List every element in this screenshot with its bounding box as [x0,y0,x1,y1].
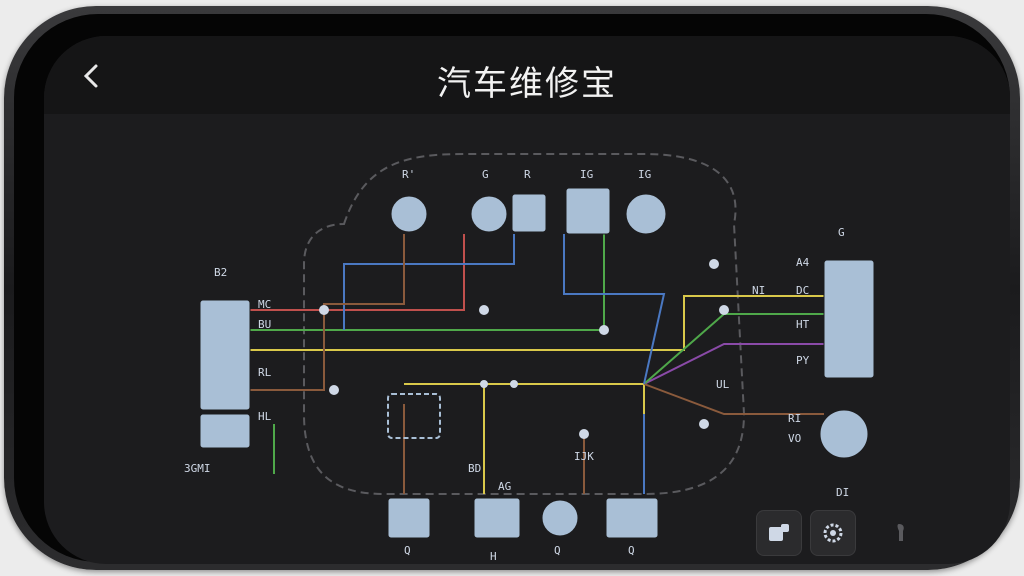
wire-blue [343,234,515,330]
label-mid-ul: UL [716,378,730,391]
label-right-vo: VO [788,432,801,445]
gear-icon [823,523,843,543]
component-bottom-3 [541,499,579,537]
label-left-bottom: 3GMI [184,462,211,475]
wire-yellow [244,295,824,351]
app-screen: 汽车维修宝 [44,36,1010,564]
wire-brown [244,234,405,391]
label-mid-ijk: IJK [574,450,594,463]
label-bot-2: H [490,550,497,563]
wire-purple [643,343,824,385]
settings-button[interactable] [810,510,856,556]
wire-red [244,234,465,311]
right-connector-block [819,259,875,459]
component-bottom-2 [473,497,521,539]
label-right-top: G [838,226,845,239]
label-right-ri: RI [788,412,801,425]
center-connector [387,393,441,439]
label-mid-ag: AG [498,480,511,493]
top-components [390,187,667,235]
label-top-5: IG [638,168,651,181]
wrench-button[interactable] [878,510,924,556]
wire-brown-2 [643,383,824,415]
layers-icon [769,524,789,541]
back-icon[interactable] [78,62,106,90]
label-left-top: B2 [214,266,227,279]
label-top-4: IG [580,168,593,181]
label-bot-4: Q [628,544,635,557]
label-top-1: R' [402,168,415,181]
wrench-icon [897,524,904,541]
component-sensor-2 [470,195,508,233]
wiring-diagram[interactable]: R' G R IG IG B2 3GMI MC BU RL HL [44,114,1010,564]
label-right-py: PY [796,354,810,367]
label-wire-rl: RL [258,366,272,379]
label-bot-3: Q [554,544,561,557]
label-wire-bu: BU [258,318,271,331]
label-mid-bd: BD [468,462,481,475]
label-wire-mc: MC [258,298,271,311]
wire-blue-2 [563,234,666,385]
label-right-a4: A4 [796,256,810,269]
layers-button[interactable] [756,510,802,556]
component-sensor-1 [390,195,428,233]
phone-frame: 汽车维修宝 [4,6,1020,570]
diagram-outline [303,153,746,495]
page-title: 汽车维修宝 [437,64,617,104]
label-right-ht: HT [796,318,810,331]
component-relay-1 [511,193,547,233]
label-top-2: G [482,168,489,181]
app-header: 汽车维修宝 [44,36,1010,114]
label-right-nl: NI [752,284,765,297]
label-right-dc: DC [796,284,809,297]
label-wire-hl: HL [258,410,272,423]
label-bot-1: Q [404,544,411,557]
phone-bezel: 汽车维修宝 [14,14,1010,564]
wire-green [244,234,605,331]
bottom-components [387,497,659,539]
component-relay-2 [565,187,611,235]
wire-bundle [244,234,824,494]
left-connector-block [199,299,251,449]
label-right-bottom: DI [836,486,849,499]
component-bottom-1 [387,497,431,539]
junction-dots [319,259,729,439]
component-sensor-3 [625,193,667,235]
label-top-3: R [524,168,531,181]
component-bottom-4 [605,497,659,539]
